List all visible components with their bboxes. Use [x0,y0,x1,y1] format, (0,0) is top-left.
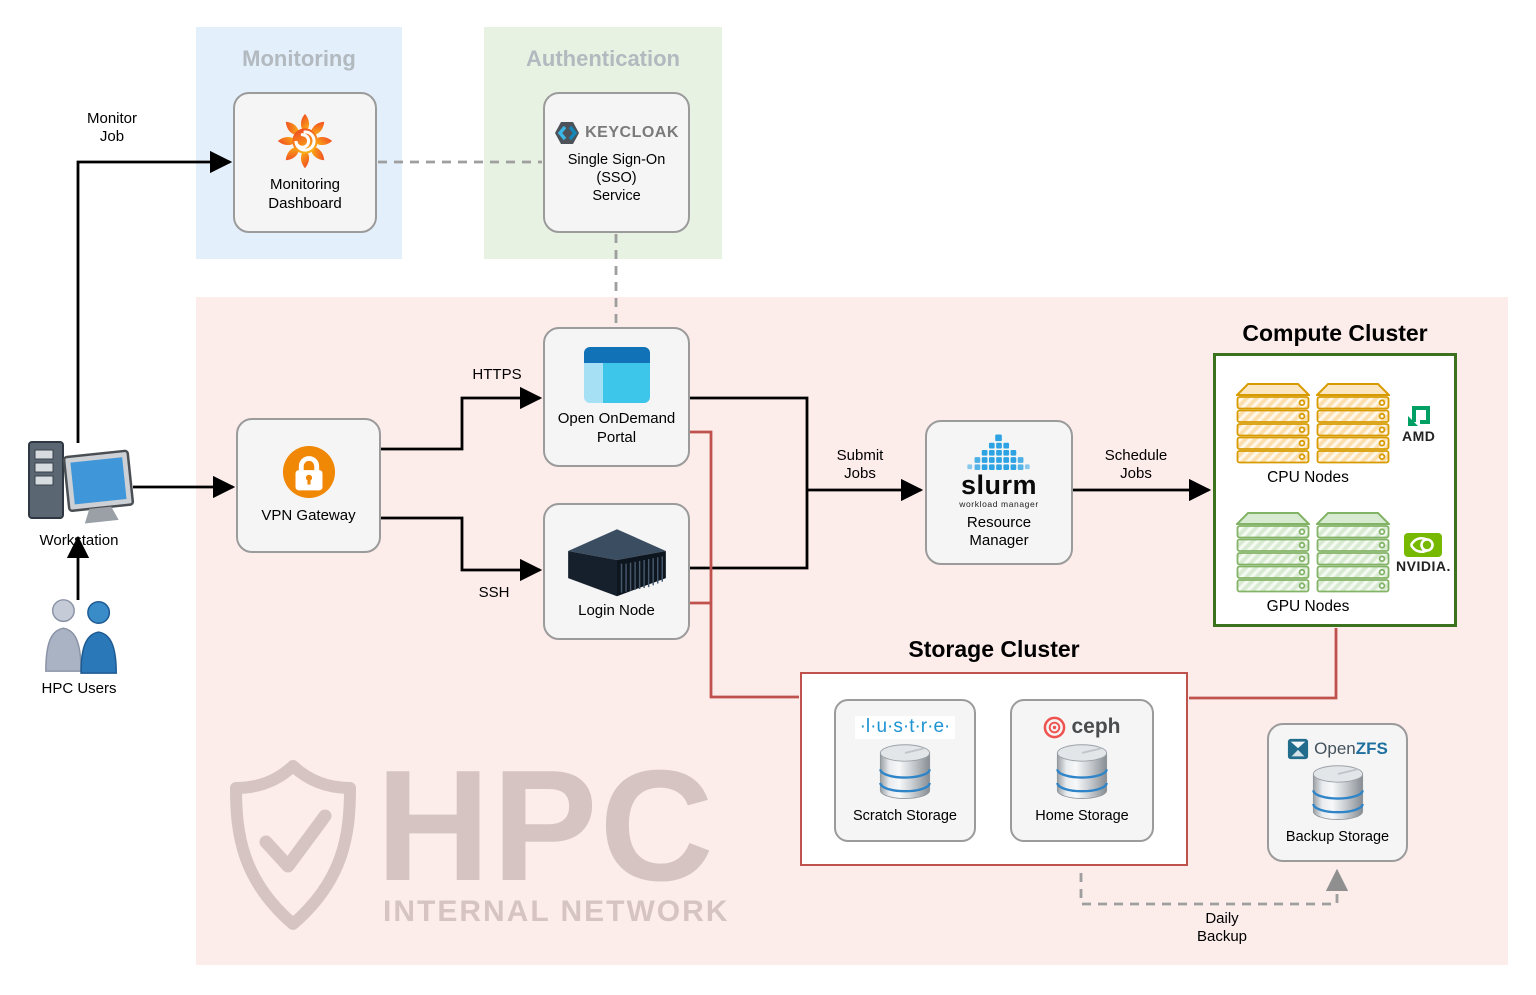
amd-text: AMD [1402,428,1436,444]
lock-icon [282,446,335,499]
vpn-gateway-label: VPN Gateway [261,507,356,525]
node-vpn-gateway: VPN Gateway [236,418,381,553]
ceph-icon [1044,716,1066,739]
gpu-node-stack-icon [1316,512,1390,593]
node-slurm: slurm workload manager Resource Manager [925,420,1073,565]
schedule-jobs-label: Schedule Jobs [1104,447,1168,482]
nvidia-text: NVIDIA. [1396,558,1451,574]
node-backup-storage: OpenZFS Backup Storage [1267,723,1408,862]
nvidia-eye-icon [1404,533,1443,557]
ondemand-portal-label: Open OnDemand Portal [557,409,676,446]
https-label: HTTPS [472,366,522,383]
watermark-title: HPC [376,738,716,914]
database-icon [1311,765,1364,821]
cpu-node-stack-icon [1236,383,1310,464]
slurm-dots-icon [967,434,1030,470]
monitor-job-label: Monitor Job [86,110,138,145]
node-ondemand-portal: Open OnDemand Portal [543,327,690,467]
watermark-subtitle: INTERNAL NETWORK [383,895,730,928]
sso-label: Single Sign-On (SSO) Service [567,151,666,205]
hpc-users-label: HPC Users [41,680,117,697]
edge-portal-login-junction [690,396,809,570]
authentication-title: Authentication [526,46,680,71]
backup-storage-label: Backup Storage [1285,829,1390,846]
cpu-nodes-label: CPU Nodes [1267,469,1349,486]
database-icon [1056,744,1108,800]
edge-compute-storage-red [1189,628,1338,700]
hpc-users-icon [45,599,117,674]
shield-check-watermark-icon [230,760,356,930]
storage-cluster-box: ·l·u·s·t·r·e· Scratch Storage ceph [800,672,1188,866]
monitoring-title: Monitoring [242,46,356,71]
database-icon [879,744,931,799]
monitoring-dashboard-label: Monitoring Dashboard [268,175,342,212]
gpu-node-stack-icon [1236,512,1310,593]
openzfs-icon [1288,739,1309,760]
node-scratch-storage: ·l·u·s·t·r·e· Scratch Storage [834,699,976,842]
lustre-logo-text: ·l·u·s·t·r·e· [854,716,956,739]
edge-monitor-job [76,150,233,443]
compute-cluster-title: Compute Cluster [1242,320,1428,346]
node-login-node: Login Node [543,503,690,640]
slurm-logo-text: slurm [960,469,1038,500]
openzfs-open-text: Open [1314,739,1356,759]
amd-logo: AMD [1402,402,1435,444]
edge-vpn-portal-https [381,386,543,451]
node-sso: KEYCLOAK Single Sign-On (SSO) Service [543,92,690,233]
login-node-label: Login Node [578,602,655,620]
edge-portal-storage-red [690,430,799,699]
keycloak-logo-text: KEYCLOAK [585,123,679,141]
openzfs-zfs-text: ZFS [1355,739,1388,759]
keycloak-icon [555,121,580,144]
scratch-storage-label: Scratch Storage [853,807,957,824]
slurm-label: Resource Manager [966,513,1032,550]
ceph-logo-text: ceph [1071,715,1121,739]
workstation-label: Workstation [39,532,119,549]
cpu-node-stack-icon [1316,383,1390,464]
gpu-nodes-label: GPU Nodes [1266,598,1350,615]
nvidia-logo: NVIDIA. [1396,532,1451,574]
edge-vpn-login-ssh [381,516,543,582]
server-rack-icon [567,529,666,597]
grafana-icon [277,113,333,168]
home-storage-label: Home Storage [1035,808,1129,825]
browser-window-icon [583,346,650,403]
node-monitoring-dashboard: Monitoring Dashboard [233,92,377,233]
compute-cluster-box: AMD CPU Nodes [1213,353,1457,627]
slurm-logo-subtext: workload manager [959,498,1039,509]
ssh-label: SSH [478,584,510,601]
daily-backup-label: Daily Backup [1196,910,1248,945]
amd-arrow-icon [1407,406,1430,426]
node-home-storage: ceph Home Storage [1010,699,1154,842]
storage-cluster-title: Storage Cluster [908,636,1080,662]
workstation-icon [28,441,135,524]
submit-jobs-label: Submit Jobs [836,447,884,482]
